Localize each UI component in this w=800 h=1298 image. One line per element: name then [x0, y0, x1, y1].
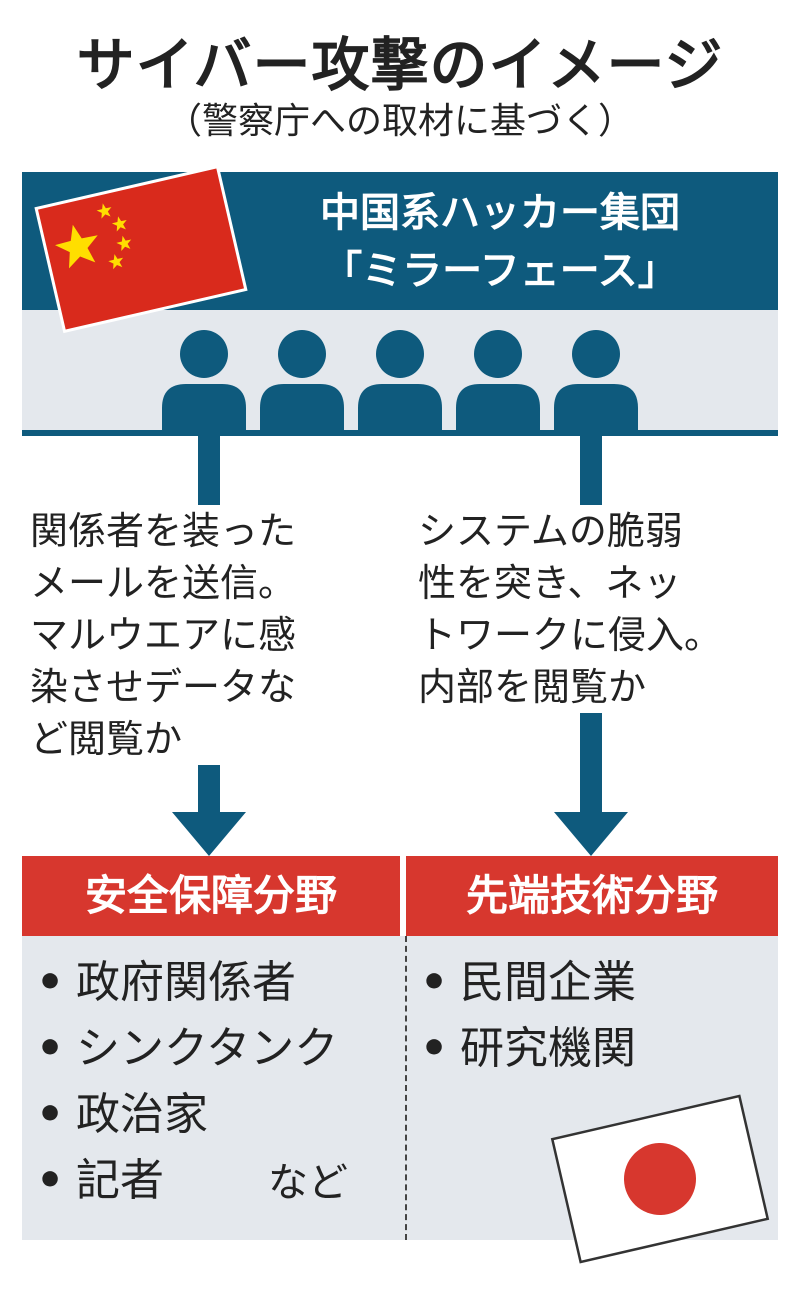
bullet-icon: •: [420, 1023, 449, 1074]
bullet-icon: •: [36, 1089, 65, 1140]
vulnerability-method: システムの脆弱 性を突き、ネッ トワークに侵入。 内部を閲覧か: [418, 505, 788, 713]
list-item: •シンクタンク: [36, 1016, 338, 1082]
method-line: システムの脆弱: [418, 509, 683, 553]
bullet-icon: •: [36, 1023, 65, 1074]
method-line: 関係者を装った: [30, 509, 297, 553]
method-line: 染させデータな: [30, 665, 297, 709]
members-baseline: [22, 430, 778, 436]
method-line: 内部を閲覧か: [418, 665, 647, 709]
method-line: トワークに侵入。: [418, 613, 723, 657]
bullet-icon: •: [420, 957, 449, 1008]
attacker-name-line2: 「ミラーフェース」: [322, 248, 678, 294]
tech-targets: •民間企業 •研究機関: [420, 950, 636, 1082]
person-icon: [162, 330, 246, 432]
source-note: （警察庁への取材に基づく）: [165, 101, 634, 142]
list-item: •政府関係者: [36, 950, 338, 1016]
bullet-icon: •: [36, 957, 65, 1008]
bullet-icon: •: [36, 1155, 65, 1206]
method-line: メールを送信。: [30, 561, 297, 605]
hacker-members: [162, 330, 638, 432]
diagram-title: サイバー攻撃のイメージ: [76, 31, 724, 99]
person-icon: [358, 330, 442, 432]
list-item: •記者: [36, 1148, 338, 1214]
list-item: •研究機関: [420, 1016, 636, 1082]
method-line: 性を突き、ネッ: [418, 561, 682, 605]
method-line: ど閲覧か: [30, 717, 183, 761]
china-flag-icon: [34, 164, 248, 334]
japan-flag-icon: [550, 1094, 770, 1264]
phishing-method: 関係者を装った メールを送信。 マルウエアに感 染させデータな ど閲覧か: [30, 505, 390, 765]
person-icon: [260, 330, 344, 432]
tech-sector-label: 先端技術分野: [406, 856, 778, 936]
sector-divider: [405, 936, 407, 1240]
attacker-name-line1: 中国系ハッカー集団: [320, 190, 680, 236]
etc-suffix: など: [268, 1160, 348, 1206]
security-targets: •政府関係者 •シンクタンク •政治家 •記者: [36, 950, 338, 1214]
attacker-group-name: 中国系ハッカー集団 「ミラーフェース」: [240, 184, 760, 300]
security-sector-label: 安全保障分野: [22, 856, 400, 936]
list-item: •民間企業: [420, 950, 636, 1016]
method-line: マルウエアに感: [30, 613, 297, 657]
person-icon: [456, 330, 540, 432]
person-icon: [554, 330, 638, 432]
security-targets-panel: [22, 936, 406, 1240]
list-item: •政治家: [36, 1082, 338, 1148]
